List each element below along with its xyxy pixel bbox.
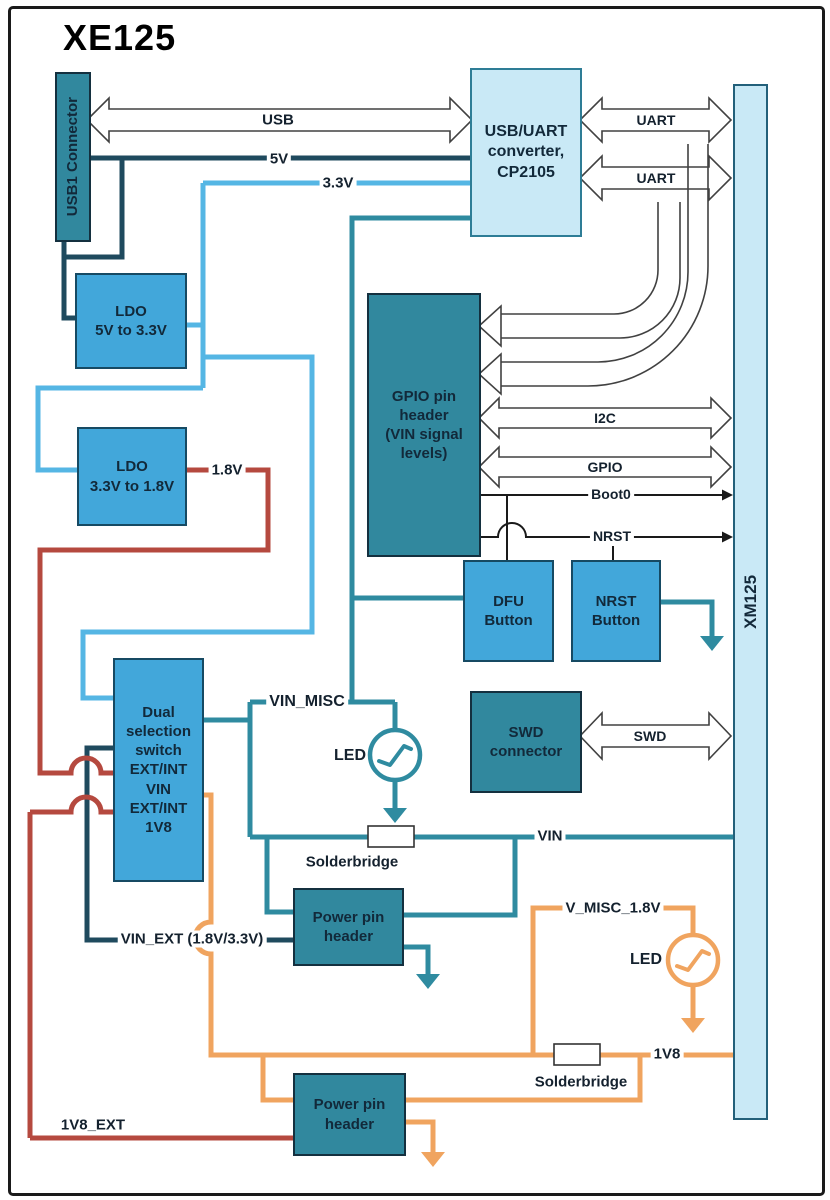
uart-bottom-label: UART: [636, 170, 676, 186]
5v-label: 5V: [266, 150, 292, 168]
wire-1v8-ext-hop: [30, 794, 115, 815]
wire-nrst-ground: [655, 599, 715, 636]
wire-header2-ground: [400, 1119, 436, 1152]
power-pin-header-bottom-box: Power pin header: [293, 1073, 406, 1156]
uart-bottom-bus-arrow: [578, 154, 733, 202]
wire-1v8-int: [37, 467, 271, 776]
wire-nrst: [477, 522, 725, 538]
swd-label: SWD: [633, 728, 667, 744]
led2-label: LED: [630, 951, 662, 968]
diagram-title: XE125: [63, 17, 177, 58]
swd-bus-arrow: [578, 711, 733, 761]
usb-label: USB: [262, 111, 294, 129]
wire-vinmisc-to-cp2105: [349, 215, 474, 702]
gpio-bus-arrow: [477, 445, 733, 489]
1v8-ldo-label: 1.8V: [208, 461, 246, 479]
wire-3v3-to-ldo2: [35, 385, 203, 473]
nrst-button-box: NRST Button: [571, 560, 661, 662]
dual-selection-switch-box: Dual selection switch EXT/INT VIN EXT/IN…: [113, 658, 204, 882]
uart-top-label: UART: [636, 112, 676, 128]
gpio-header-box: GPIO pin header (VIN signal levels): [367, 293, 481, 557]
i2c-label: I2C: [594, 410, 616, 426]
vin-misc-label: VIN_MISC: [266, 693, 348, 711]
ground-arrow-icon: [416, 974, 440, 989]
wire-switch-vin-out: [198, 717, 253, 837]
nrst-arrowhead-icon: [722, 531, 733, 543]
ground-arrow-icon: [700, 636, 724, 651]
wire-header2-out: [400, 1057, 643, 1103]
led2-zigzag-icon: [675, 949, 711, 972]
ground-arrow-icon: [421, 1152, 445, 1167]
usb1-connector-box: USB1 Connector: [55, 72, 91, 242]
diagram-border: [8, 6, 825, 1196]
solderbridge1-label: Solderbridge: [305, 853, 399, 871]
led1-label: LED: [334, 747, 366, 764]
wire-3v3-to-switch: [80, 354, 315, 701]
uart-top-bus-arrow: [578, 96, 733, 144]
arrow-down-icon: [383, 808, 407, 823]
arrow-down-icon: [681, 1018, 705, 1033]
xm125-bar: XM125: [733, 84, 768, 1120]
3v3-label: 3.3V: [319, 174, 357, 192]
gpio-label: GPIO: [587, 459, 623, 475]
ldo1-box: LDO 5V to 3.3V: [75, 273, 187, 369]
v-misc-1v8-label: V_MISC_1.8V: [562, 899, 664, 917]
nrst-label: NRST: [589, 528, 635, 544]
wire-1v8-to-header: [260, 1055, 295, 1103]
solderbridge2-label: Solderbridge: [534, 1073, 628, 1091]
uart-curve-line: [500, 144, 689, 363]
uart-curve-line: [500, 202, 681, 339]
usb1-connector-label: USB1 Connector: [64, 97, 82, 217]
swd-connector-box: SWD connector: [470, 691, 582, 793]
xm125-label: XM125: [740, 575, 760, 629]
boot0-label: Boot0: [588, 486, 634, 502]
cp2105-box: USB/UART converter, CP2105: [470, 68, 582, 237]
uart-curve-arrowhead-icon: [477, 352, 502, 396]
solderbridge2: [553, 1043, 601, 1066]
wire-vmisc18: [530, 905, 696, 1055]
wire-5v-branch: [64, 158, 125, 260]
1v8-ext-label: 1V8_EXT: [60, 1116, 126, 1134]
wire-vin-to-header: [264, 837, 295, 915]
i2c-bus-arrow: [477, 396, 733, 440]
led1-zigzag-icon: [377, 744, 413, 767]
wire-5v-to-ldo: [61, 236, 78, 321]
vin-ext-label: VIN_EXT (1.8V/3.3V): [117, 930, 267, 948]
uart-curve-line: [500, 144, 709, 387]
wire-header-to-vin: [398, 837, 518, 918]
1v8-net-label: 1V8: [650, 1045, 684, 1063]
uart-curve-line: [500, 202, 659, 315]
dfu-button-box: DFU Button: [463, 560, 554, 662]
vin-label: VIN: [534, 827, 566, 845]
power-pin-header-top-box: Power pin header: [293, 888, 404, 966]
uart-curve-arrowhead-icon: [477, 304, 502, 348]
boot0-arrowhead-icon: [722, 489, 733, 501]
solderbridge1: [367, 825, 415, 848]
wire-header1-ground: [398, 944, 431, 974]
ldo2-box: LDO 3.3V to 1.8V: [77, 427, 187, 526]
